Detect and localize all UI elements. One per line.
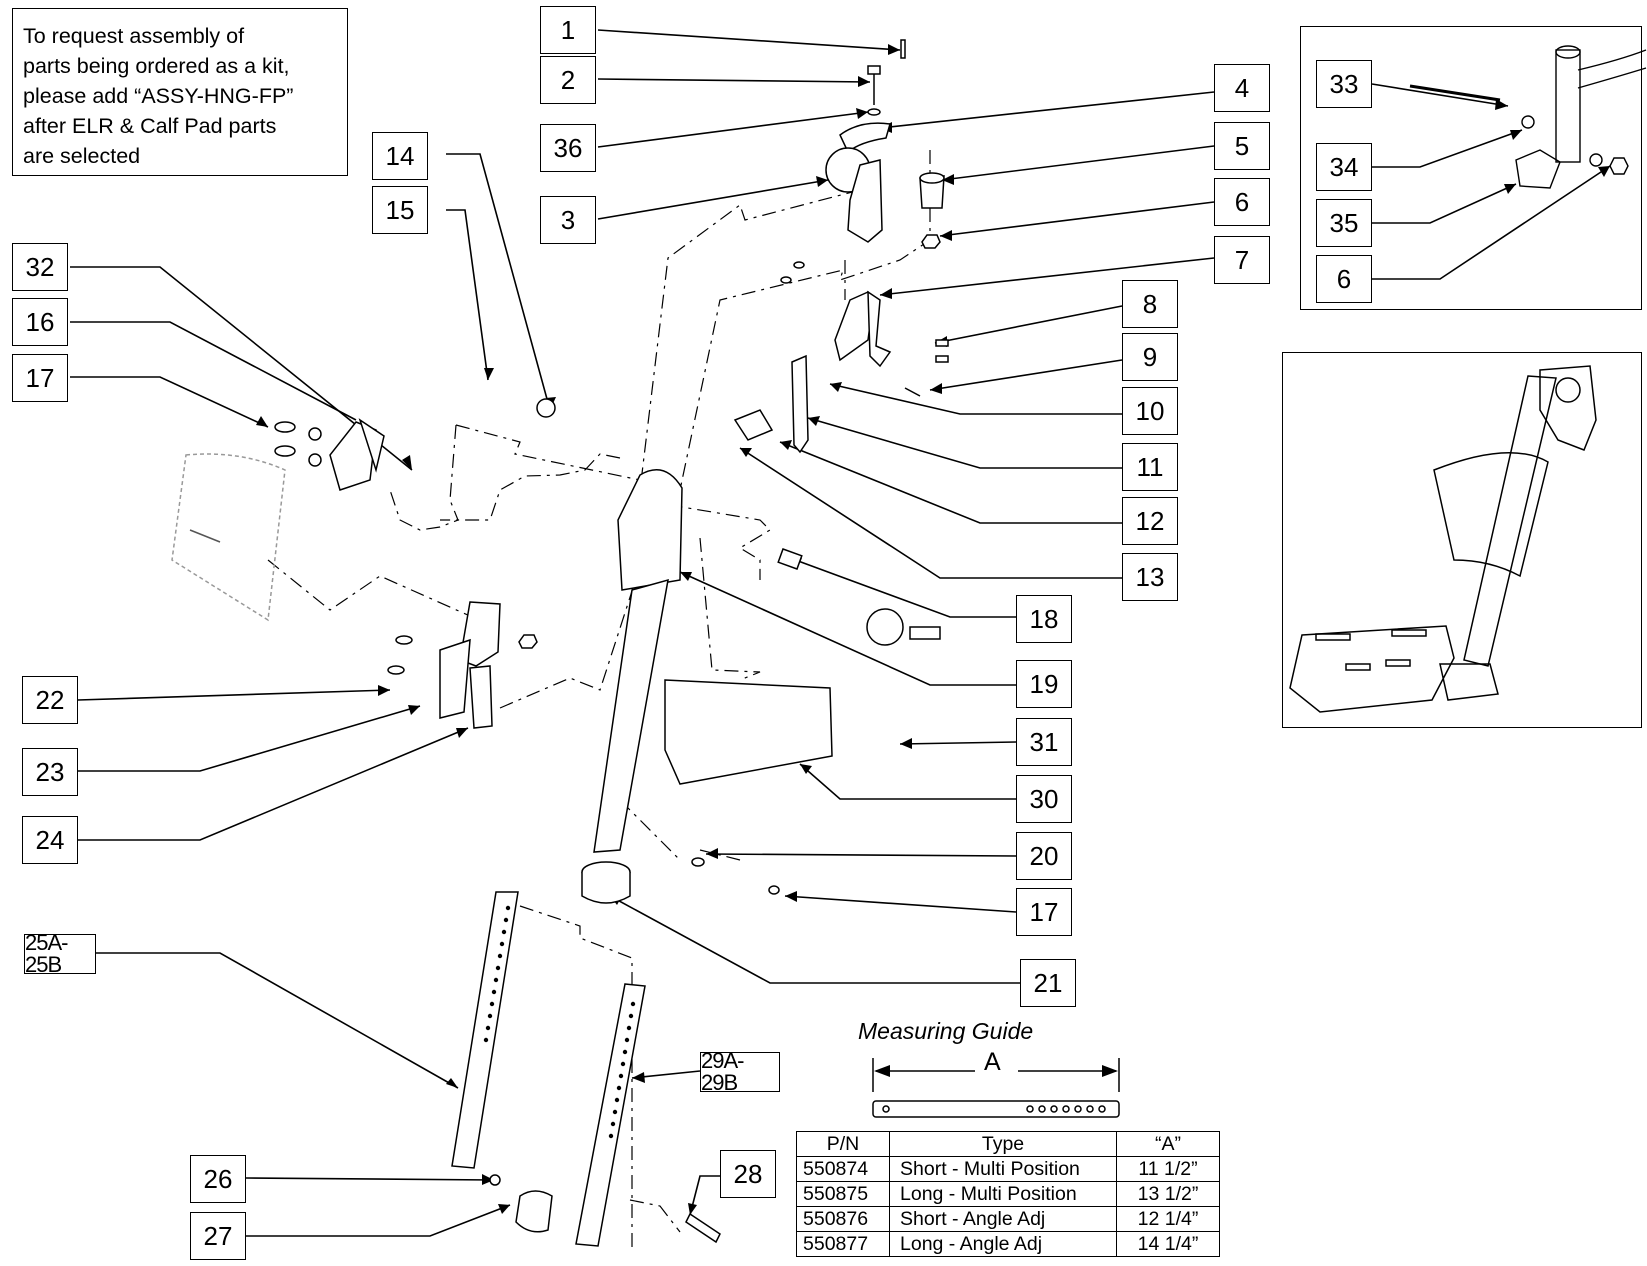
parts-table: P/N Type “A” 550874 Short - Multi Positi… [796, 1131, 1220, 1257]
callout-6: 6 [1214, 178, 1270, 226]
callout-7: 7 [1214, 236, 1270, 284]
cell-type: Short - Multi Position [889, 1156, 1117, 1182]
callout-8: 8 [1122, 280, 1178, 328]
callout-12: 12 [1122, 497, 1178, 545]
cell-a: 13 1/2” [1116, 1181, 1220, 1207]
cell-pn: 550877 [796, 1231, 890, 1257]
callout-5: 5 [1214, 122, 1270, 170]
header-pn: P/N [796, 1131, 890, 1157]
callout-31: 31 [1016, 718, 1072, 766]
callout-26: 26 [190, 1155, 246, 1203]
dimension-label-a: A [984, 1048, 1001, 1076]
callout-17: 17 [1016, 888, 1072, 936]
callout-35: 35 [1316, 199, 1372, 247]
note-line: are selected [23, 144, 141, 168]
header-a: “A” [1116, 1131, 1220, 1157]
callout-16: 16 [12, 298, 68, 346]
table-row: 550874 Short - Multi Position 11 1/2” [796, 1156, 1220, 1182]
callout-27: 27 [190, 1212, 246, 1260]
hardware-detail-panel [1300, 26, 1642, 310]
note-line: parts being ordered as a kit, [23, 54, 290, 78]
note-line: To request assembly of [23, 24, 245, 48]
callout-34: 34 [1316, 143, 1372, 191]
callout-18: 18 [1016, 595, 1072, 643]
callout-1: 1 [540, 6, 596, 54]
callout-20: 20 [1016, 832, 1072, 880]
callout-10: 10 [1122, 387, 1178, 435]
cell-a: 12 1/4” [1116, 1206, 1220, 1232]
callout-28: 28 [720, 1150, 776, 1198]
assembly-note: To request assembly of parts being order… [12, 8, 348, 176]
table-row: 550877 Long - Angle Adj 14 1/4” [796, 1231, 1220, 1257]
cell-pn: 550876 [796, 1206, 890, 1232]
callout-13: 13 [1122, 553, 1178, 601]
header-type: Type [889, 1131, 1117, 1157]
callout-4: 4 [1214, 64, 1270, 112]
callout-17: 17 [12, 354, 68, 402]
measuring-guide-title: Measuring Guide [858, 1018, 1034, 1044]
cell-type: Short - Angle Adj [889, 1206, 1117, 1232]
cell-type: Long - Multi Position [889, 1181, 1117, 1207]
callout-25a-25b: 25A-25B [24, 932, 96, 976]
callout-15: 15 [372, 186, 428, 234]
cell-type: Long - Angle Adj [889, 1231, 1117, 1257]
callout-24: 24 [22, 816, 78, 864]
cell-a: 11 1/2” [1116, 1156, 1220, 1182]
callout-11: 11 [1122, 443, 1178, 491]
callout-9: 9 [1122, 333, 1178, 381]
table-header-row: P/N Type “A” [796, 1131, 1220, 1157]
cell-pn: 550874 [796, 1156, 890, 1182]
callout-23: 23 [22, 748, 78, 796]
table-row: 550875 Long - Multi Position 13 1/2” [796, 1181, 1220, 1207]
table-row: 550876 Short - Angle Adj 12 1/4” [796, 1206, 1220, 1232]
callout-33: 33 [1316, 60, 1372, 108]
callout-30: 30 [1016, 775, 1072, 823]
callout-3: 3 [540, 196, 596, 244]
cell-pn: 550875 [796, 1181, 890, 1207]
callout-29a-29b: 29A-29B [700, 1050, 780, 1094]
note-line: please add “ASSY-HNG-FP” [23, 84, 294, 108]
callout-22: 22 [22, 676, 78, 724]
callout-21: 21 [1020, 959, 1076, 1007]
callout-6: 6 [1316, 255, 1372, 303]
callout-14: 14 [372, 132, 428, 180]
callout-19: 19 [1016, 660, 1072, 708]
assembled-view-panel [1282, 352, 1642, 728]
callout-36: 36 [540, 124, 596, 172]
cell-a: 14 1/4” [1116, 1231, 1220, 1257]
callout-32: 32 [12, 243, 68, 291]
callout-2: 2 [540, 56, 596, 104]
note-line: after ELR & Calf Pad parts [23, 114, 277, 138]
